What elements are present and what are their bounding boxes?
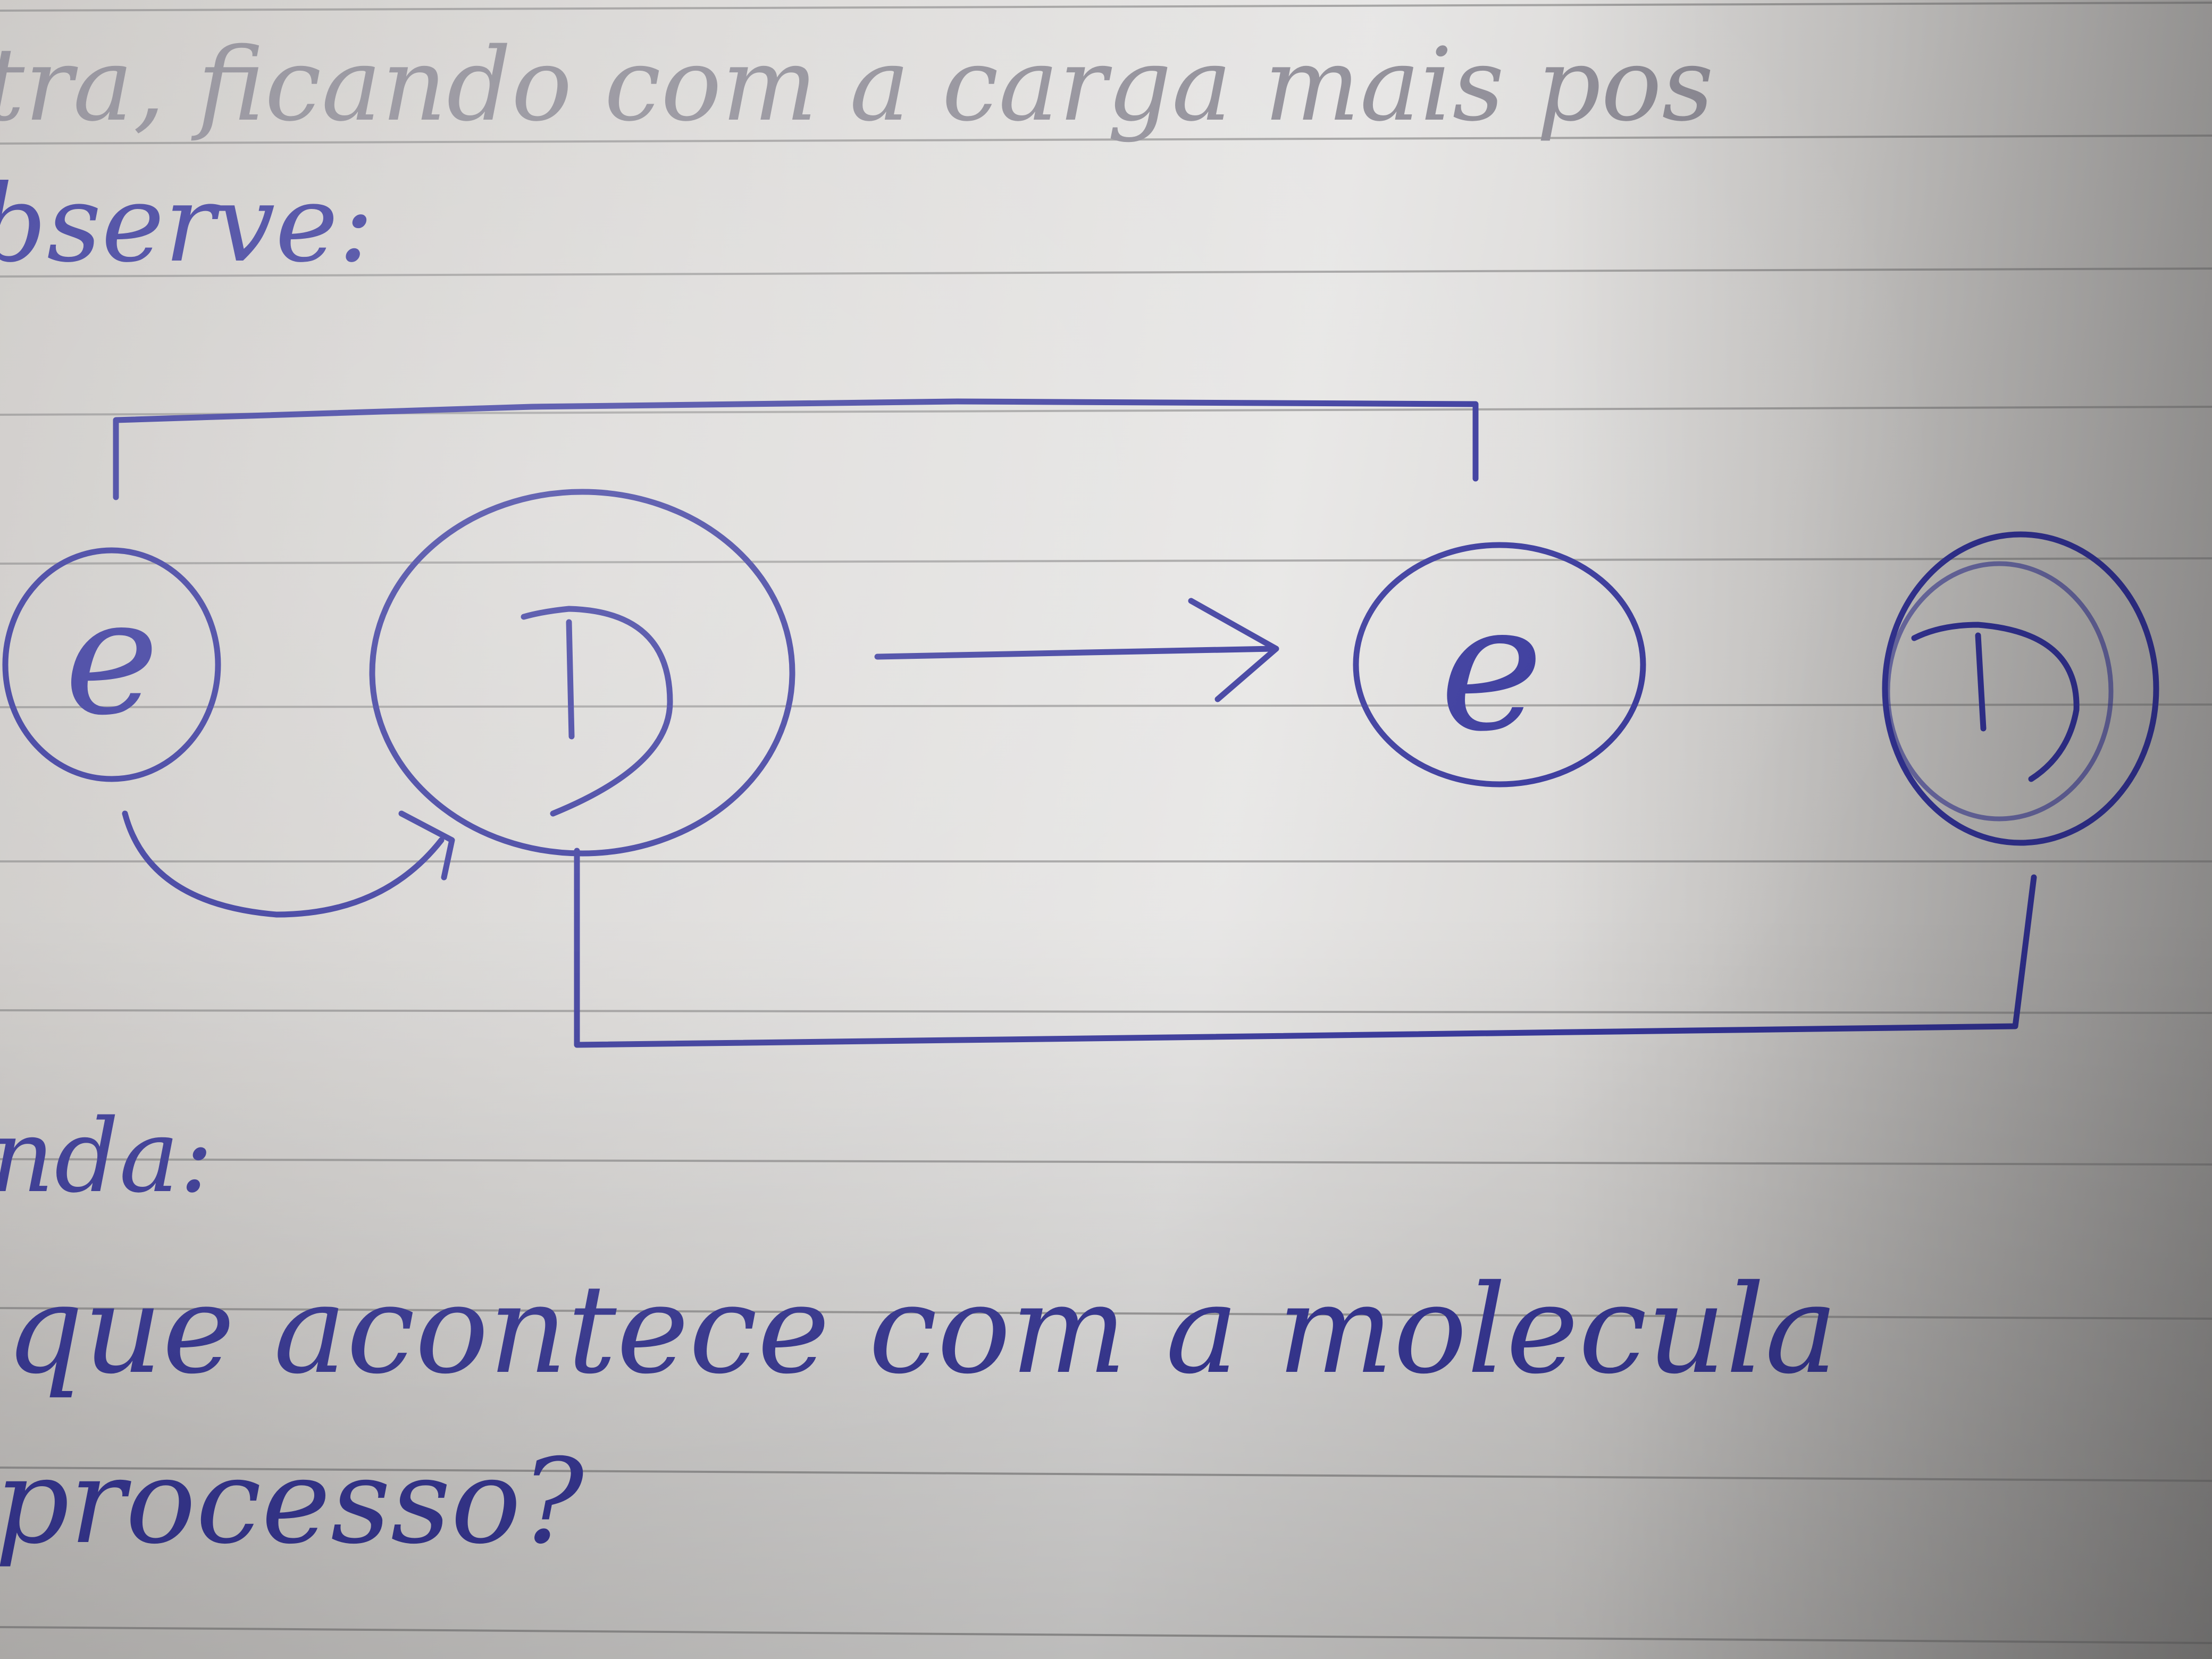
question-line-1: que acontece com a molecula — [5, 1259, 1838, 1401]
straight-arrow — [874, 646, 1277, 660]
node-d-left — [369, 489, 795, 857]
node-e-left: e — [2, 547, 221, 782]
d-glyph — [521, 606, 673, 817]
node-d-right — [1882, 531, 2159, 846]
node-label: e — [64, 565, 159, 750]
node-e-right: e — [1353, 542, 1646, 787]
bottom-bracket-line — [574, 848, 2037, 1048]
top-text-line: tra, ficando com a carga mais pos — [0, 26, 1714, 144]
observe-label: bserve: — [0, 162, 374, 286]
straight-arrow-head — [1188, 598, 1279, 702]
legend-label: nda: — [0, 1097, 213, 1215]
top-bracket-line — [113, 398, 1479, 500]
node-label: e — [1439, 566, 1543, 770]
d-glyph — [1911, 622, 2080, 782]
curved-arrow-head — [398, 810, 455, 881]
curved-arrow — [122, 810, 445, 918]
molecule-diagram: e e — [2, 398, 2159, 1048]
question-line-2: processo? — [0, 1434, 585, 1570]
